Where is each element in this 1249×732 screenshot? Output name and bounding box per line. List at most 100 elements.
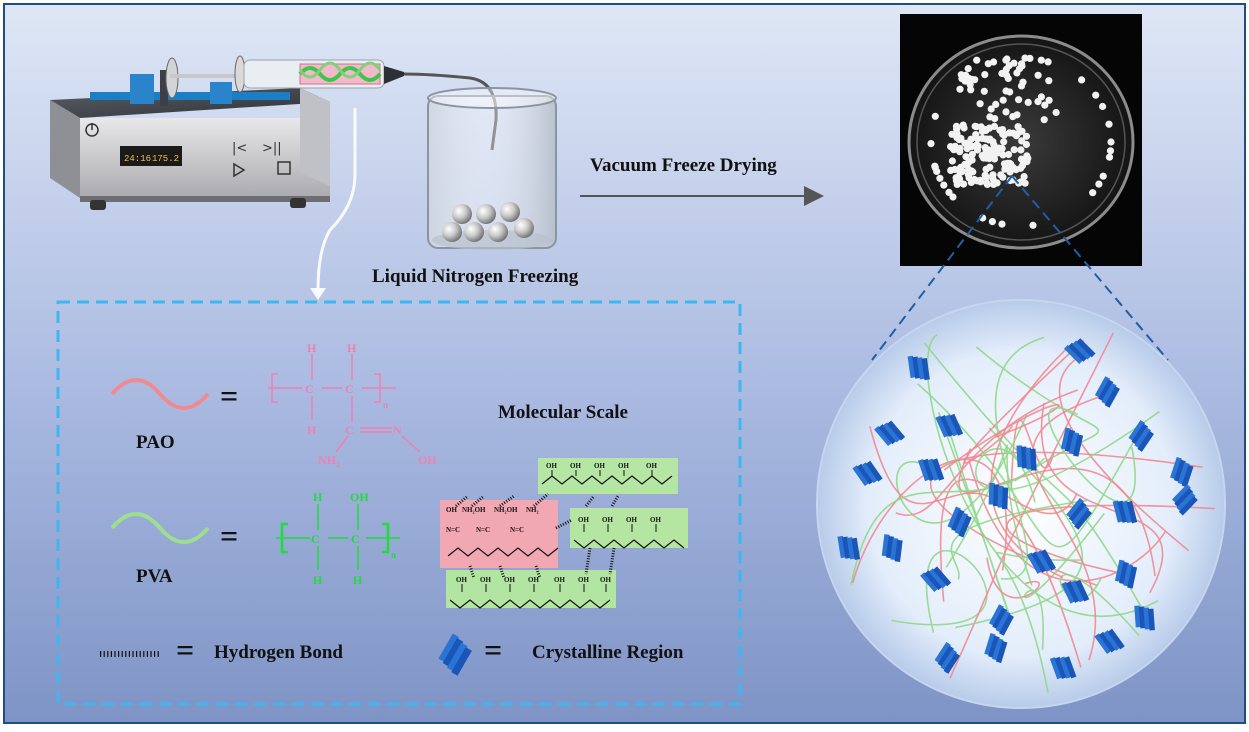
stop-icon [277,161,291,175]
bead [1005,150,1013,159]
bead [984,60,992,68]
polymer-chain [963,339,1085,464]
bead [962,71,970,79]
crystalline-region [1016,445,1037,471]
molecular-scale-label: Molecular Scale [498,402,628,423]
bead [973,56,981,64]
svg-text:OH: OH [350,490,369,504]
molecular-detail-box [56,300,742,706]
polymer-chain [1031,390,1118,661]
bead [998,220,1006,228]
crystalline-region [934,642,960,674]
bead [956,175,964,183]
svg-text:C: C [311,532,320,546]
bead [959,121,967,129]
bead [967,86,975,94]
group-label: N=C [446,526,460,534]
bead [464,222,484,242]
polymer-chain [945,444,1033,586]
crystalline-region [935,413,964,438]
frozen-beads [442,202,534,242]
bead [1034,71,1042,79]
group-label: OH [528,576,539,584]
bead [1040,116,1048,124]
bead [452,204,472,224]
polymer-chain [1047,407,1136,503]
hbond-equals: = [176,632,195,668]
group-label: OH [618,462,629,470]
bead [1012,166,1020,174]
bead [1014,123,1022,131]
pump-time-readout: 24:16 [124,154,151,164]
group-label: OH [594,462,605,470]
rewind-icon: |< [232,141,247,156]
hydrogen-bond [584,547,592,575]
bead [1045,96,1053,104]
bead [1023,158,1031,166]
group-label: NH₂OH [494,506,518,514]
bead [964,65,972,73]
polymer-chain [990,346,1069,579]
crystalline-region [881,534,903,562]
bead [1052,108,1060,117]
bead [970,175,979,184]
bead [988,218,997,226]
curved-arrow [316,108,357,291]
pause-icon: >|| [262,141,282,156]
bead [982,154,991,162]
bead [1092,91,1100,99]
bead [976,176,984,184]
crystalline-region [984,633,1008,664]
bead [968,156,976,164]
group-label: OH [480,576,491,584]
vacuum-freeze-drying-label: Vacuum Freeze Drying [590,155,777,176]
bead [1034,98,1042,106]
polymer-chain [895,389,1078,516]
bead [931,112,939,120]
pao-structure-formula: H H C C H C N NH2 OH n [268,341,437,469]
bead [1105,120,1113,128]
crystalline-region [1060,427,1084,457]
bead [962,153,970,161]
crystalline-region [907,355,930,381]
polymer-chain [1040,402,1164,593]
bead [1000,131,1008,139]
group-label: N=C [510,526,524,534]
bead [992,100,1000,108]
bead [953,180,961,188]
bead [948,157,957,165]
crystalline-region [852,460,883,487]
hydrogen-bond [610,495,620,507]
bead [1045,77,1053,85]
bead [1026,54,1034,63]
bead [1078,76,1086,84]
bead [936,174,944,182]
pva-equals: = [220,518,239,554]
svg-text:OH: OH [418,453,437,467]
crystalline-region [988,482,1009,510]
polymer-chain [923,342,1154,628]
svg-text:H: H [307,423,317,437]
polymer-chain [917,383,1143,548]
svg-text:C: C [305,382,314,396]
bead [960,180,968,188]
bead [488,222,508,242]
crystalline-region [1134,605,1155,631]
svg-text:H: H [313,490,323,504]
crystalline-region [1063,338,1096,365]
dried-beads [927,54,1115,229]
hydrogen-bond [608,547,616,575]
svg-text:NH2: NH2 [318,453,340,469]
bead [1037,56,1045,64]
group-label: OH [456,576,467,584]
bead [1023,152,1031,160]
hydrogen-bond [455,494,469,508]
svg-text:H: H [313,573,323,587]
bead [986,163,994,171]
bead [1006,176,1014,185]
bead [956,163,965,172]
crystalline-region [874,420,906,447]
bead [1017,178,1025,186]
bead [981,126,989,134]
